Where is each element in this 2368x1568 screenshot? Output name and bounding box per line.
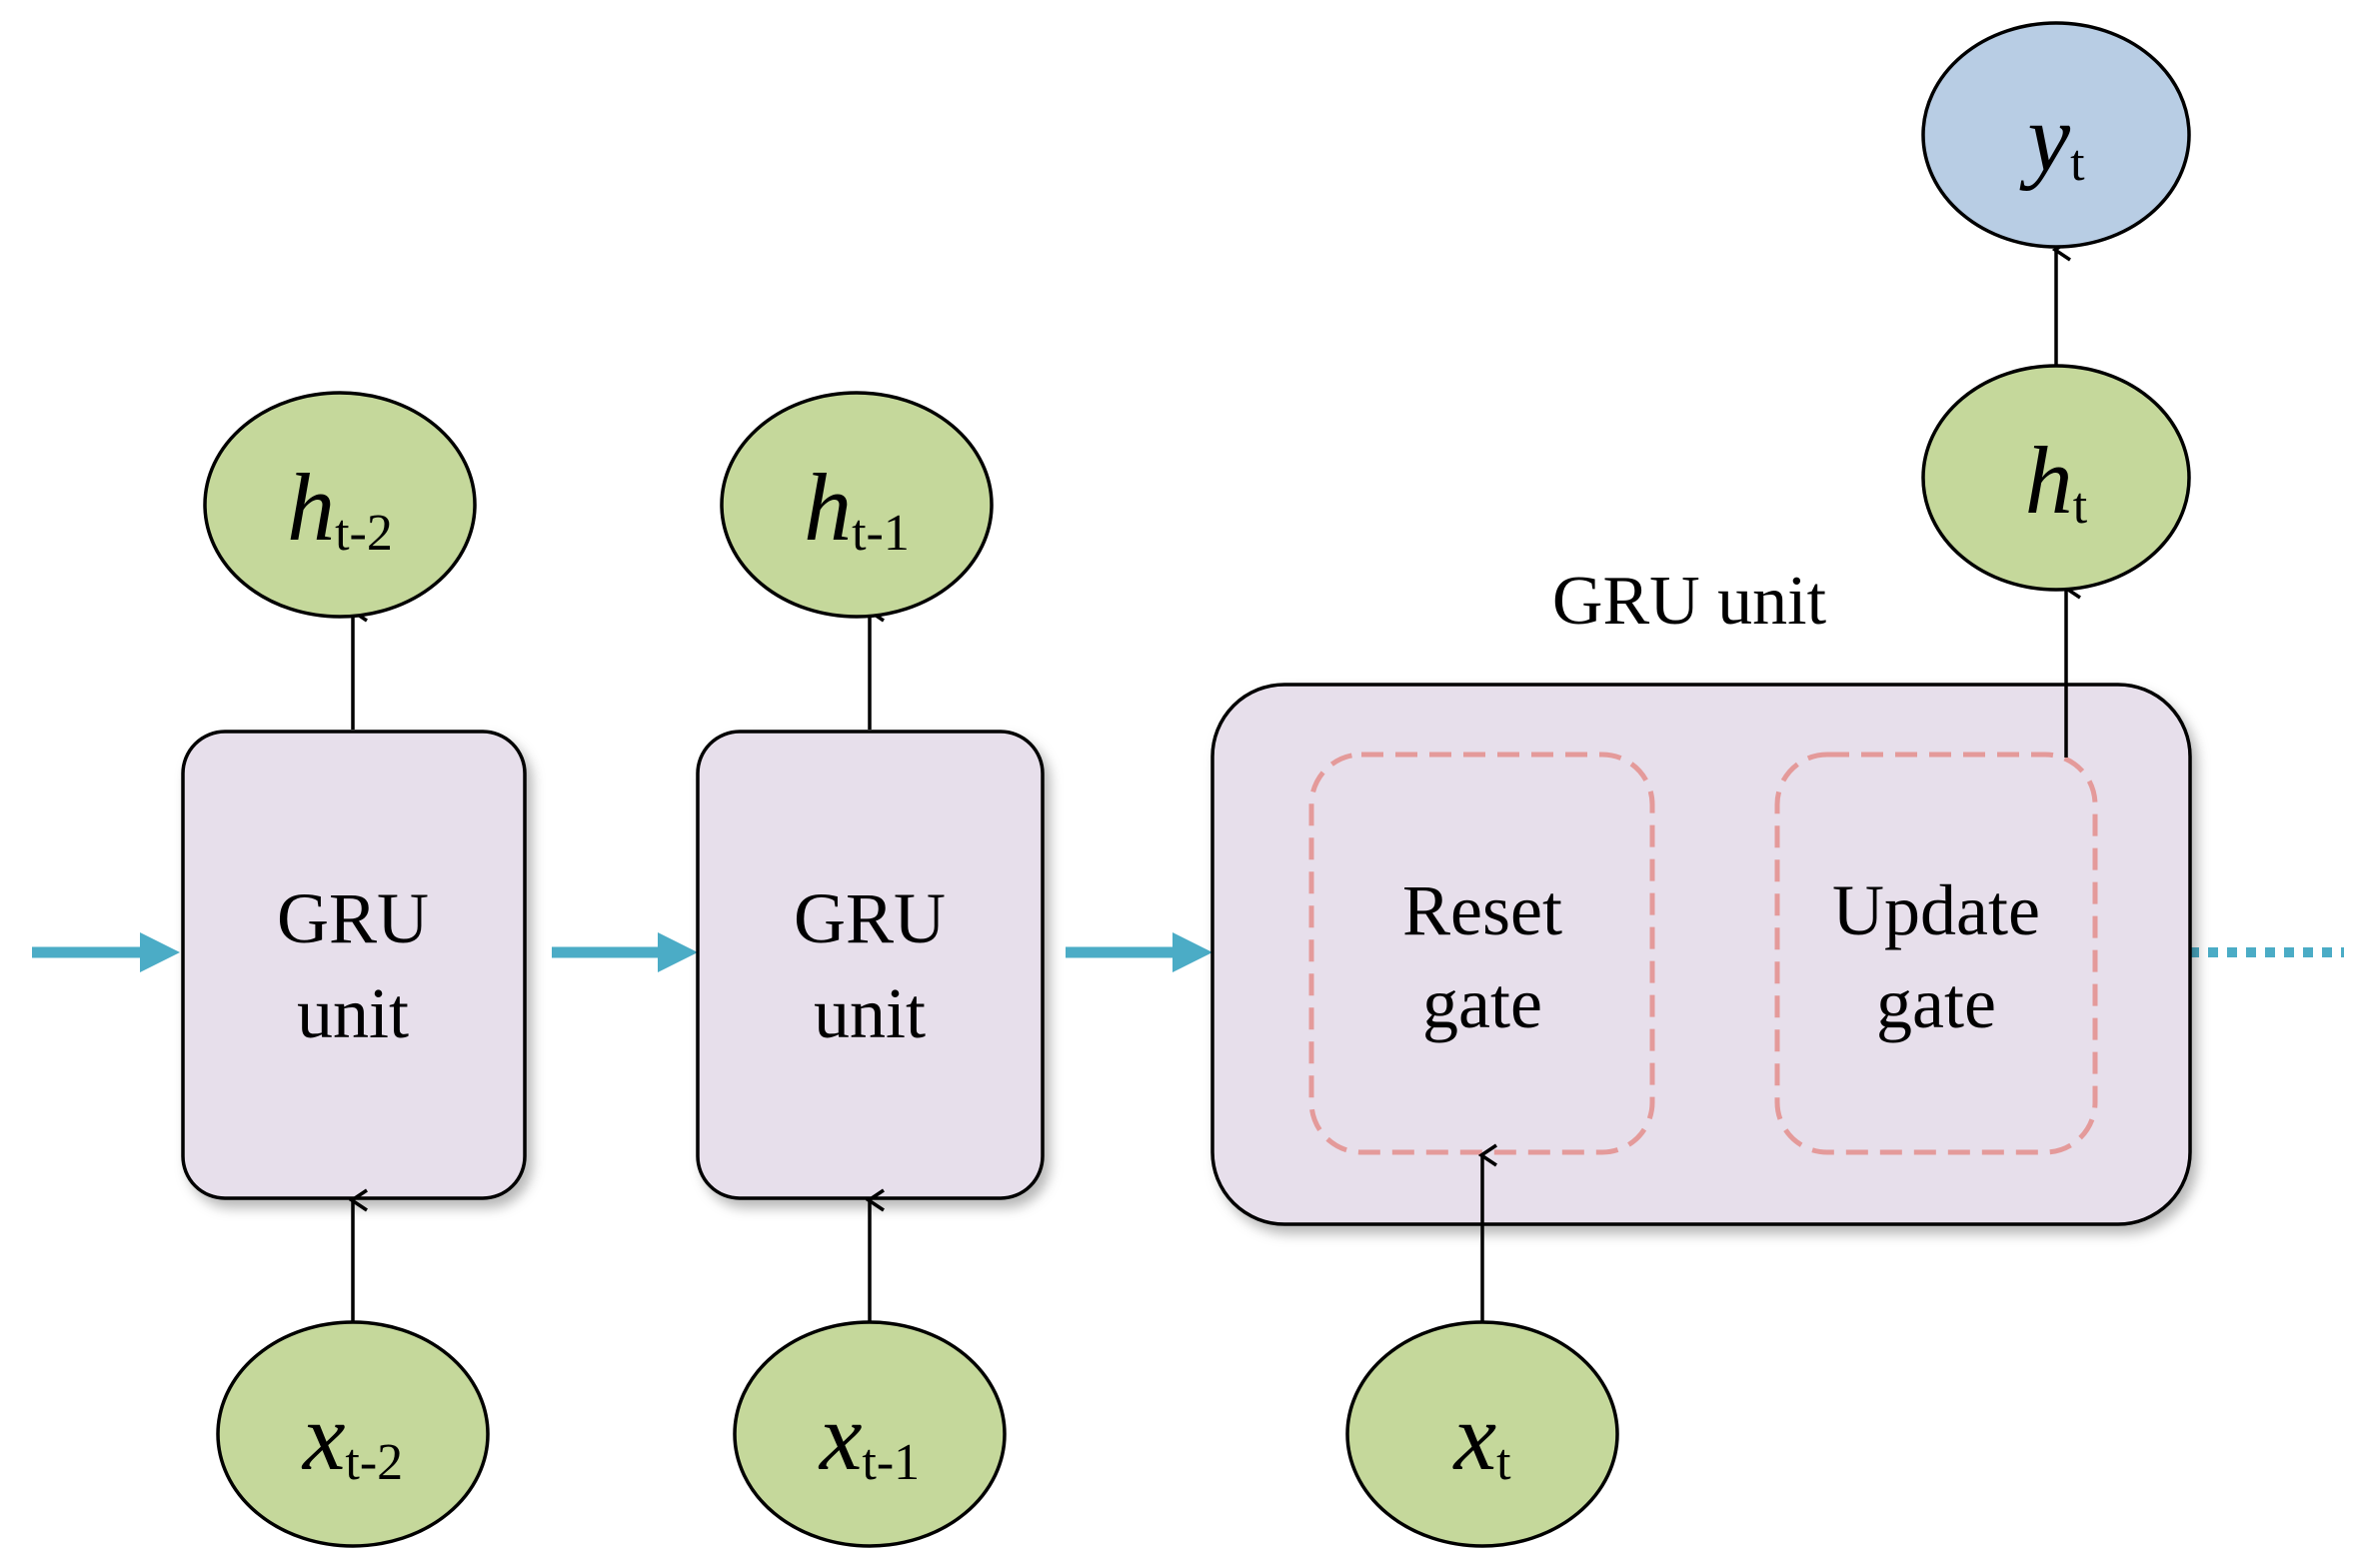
node-x-t-minus-1-subscript: t-1 (862, 1434, 920, 1491)
node-x-t-minus-2-symbol: x (301, 1383, 346, 1490)
node-x-t-subscript: t (1496, 1434, 1511, 1491)
node-x-t-minus-1: xt-1 (733, 1320, 1007, 1548)
node-h-t-minus-1-subscript: t-1 (852, 505, 910, 562)
update-gate-label-line1: Update (1832, 870, 2040, 950)
svg-text:ht-1: ht-1 (804, 454, 910, 562)
expanded-unit-title: GRU unit (1552, 563, 1827, 640)
node-x-t-symbol: x (1451, 1383, 1496, 1490)
node-y-t-symbol: y (2018, 84, 2070, 191)
node-x-t-minus-2: xt-2 (216, 1320, 490, 1548)
gru-unit-2-label-line2: unit (814, 973, 926, 1053)
node-h-t-minus-2-symbol: h (287, 454, 335, 561)
gru-unit-2-label-line1: GRU (794, 878, 946, 958)
flow-arrow-3 (1066, 932, 1212, 972)
node-h-t-subscript: t (2073, 478, 2088, 535)
update-gate-label-line2: gate (1876, 963, 1996, 1043)
svg-text:ht-2: ht-2 (287, 454, 393, 562)
svg-text:xt: xt (1451, 1383, 1511, 1491)
svg-text:yt: yt (2018, 84, 2085, 192)
reset-gate-label-line1: Reset (1402, 870, 1562, 950)
node-h-t: ht (1921, 364, 2191, 592)
svg-text:xt-1: xt-1 (818, 1383, 920, 1491)
flow-arrow-1 (32, 932, 180, 972)
node-h-t-minus-1: ht-1 (720, 391, 994, 619)
flow-arrow-2 (552, 932, 698, 972)
gru-unit-expanded: Reset gate Update gate (1210, 683, 2192, 1226)
gru-unit-1-label-line2: unit (297, 973, 409, 1053)
node-h-t-symbol: h (2025, 427, 2073, 534)
svg-text:xt-2: xt-2 (301, 1383, 403, 1491)
node-h-t-minus-1-symbol: h (804, 454, 852, 561)
node-y-t-subscript: t (2070, 135, 2085, 192)
node-h-t-minus-2: ht-2 (203, 391, 477, 619)
node-x-t-minus-2-subscript: t-2 (345, 1434, 403, 1491)
gru-unit-1-label-line1: GRU (277, 878, 429, 958)
node-h-t-minus-2-subscript: t-2 (335, 505, 393, 562)
gru-unit-1: GRU unit (181, 730, 527, 1200)
gru-unit-2: GRU unit (696, 730, 1045, 1200)
node-x-t: xt (1345, 1320, 1619, 1548)
node-x-t-minus-1-symbol: x (818, 1383, 863, 1490)
node-y-t: yt (1921, 21, 2191, 249)
svg-text:ht: ht (2025, 427, 2088, 535)
reset-gate-label-line2: gate (1422, 963, 1542, 1043)
update-gate: Update gate (1774, 752, 2098, 1155)
